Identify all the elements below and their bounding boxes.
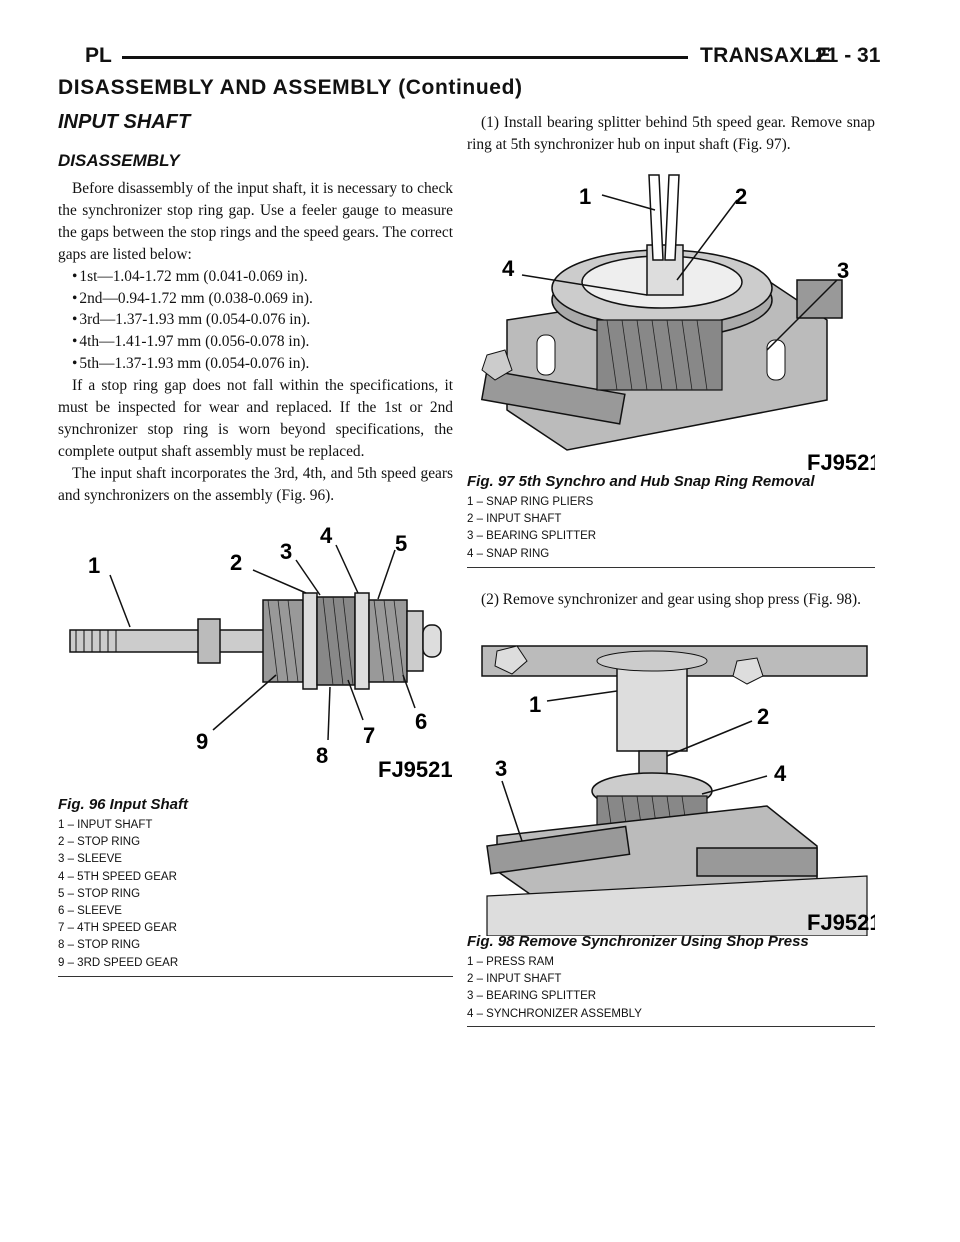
gap-spec-3rd: 3rd—1.37-1.93 mm (0.054-0.076 in). [58, 309, 453, 331]
fig97-callout-2: 2 [735, 184, 747, 209]
fig96-callout-2: 2 [230, 550, 242, 575]
fig97-bottom-rule [467, 567, 875, 568]
stop-ring-paragraph: If a stop ring gap does not fall within … [58, 377, 453, 460]
fig96-callout-6: 6 [415, 709, 427, 734]
fig96-callout-4: 4 [320, 523, 333, 548]
fig98-caption: Fig. 98 Remove Synchronizer Using Shop P… [467, 933, 809, 950]
fig97-legend-item: 3 – BEARING SPLITTER [467, 530, 597, 543]
header-rule [122, 56, 688, 59]
fig98-callout-2: 2 [757, 704, 769, 729]
fig96-callout-3: 3 [280, 539, 292, 564]
gap-spec-2nd: 2nd—0.94-1.72 mm (0.038-0.069 in). [58, 288, 453, 310]
fig96-legend-item: 1 – INPUT SHAFT [58, 819, 153, 831]
fig98-legend-item: 2 – INPUT SHAFT [467, 973, 562, 986]
fig96-callout-8: 8 [316, 743, 328, 768]
fig96-callout-7: 7 [363, 723, 375, 748]
fig98-legend-item: 4 – SYNCHRONIZER ASSEMBLY [467, 1007, 642, 1020]
fig96-legend-item: 8 – STOP RING [58, 939, 141, 952]
fig97-snap-ring-removal-illustration [480, 174, 843, 451]
fig96-figure-id: FJ9521-79 [378, 757, 453, 782]
fig97-legend-item: 2 – INPUT SHAFT [467, 513, 562, 526]
subsection-title: DISASSEMBLY [58, 151, 180, 170]
fig96-legend-item: 6 – SLEEVE [58, 905, 122, 918]
left-column-text: Before disassembly of the input shaft, i… [58, 178, 453, 507]
fig96-legend-item: 9 – 3RD SPEED GEAR [58, 956, 179, 969]
fig96-callouts: 1 2 3 4 5 6 7 8 9 FJ9521-79 [88, 523, 453, 782]
fig96-caption: Fig. 96 Input Shaft [58, 796, 188, 813]
fig96-legend-item: 7 – 4TH SPEED GEAR [58, 922, 177, 935]
fig98-legend: 1 – PRESS RAM 2 – INPUT SHAFT 3 – BEARIN… [467, 954, 642, 1023]
gap-spec-1st: 1st—1.04-1.72 mm (0.041-0.069 in). [58, 266, 453, 288]
gap-spec-5th: 5th—1.37-1.93 mm (0.054-0.076 in). [58, 353, 453, 375]
fig97-callouts: 1 2 3 4 FJ9521-21 [502, 184, 875, 475]
fig96-bottom-rule [58, 976, 453, 977]
step-2-text: (2) Remove synchronizer and gear using s… [481, 591, 861, 608]
fig97-legend-item: 4 – SNAP RING [467, 547, 550, 560]
fig98-callout-4: 4 [774, 761, 787, 786]
gap-spec-4th: 4th—1.41-1.97 mm (0.056-0.078 in). [58, 331, 453, 353]
header-section-code: PL [85, 44, 112, 67]
section-title: INPUT SHAFT [58, 111, 191, 133]
fig98-figure-id: FJ9521-22 [807, 910, 875, 935]
header-chapter: TRANSAXLE [700, 44, 832, 67]
fig96-callout-9: 9 [196, 729, 208, 754]
fig97-callout-3: 3 [837, 258, 849, 283]
intro-paragraph: Before disassembly of the input shaft, i… [58, 180, 453, 263]
fig97-callout-1: 1 [579, 184, 591, 209]
fig98-callouts: 1 2 3 4 FJ9521-22 [495, 692, 875, 935]
fig96-legend-item: 5 – STOP RING [58, 887, 141, 900]
fig96-legend-item: 2 – STOP RING [58, 836, 141, 849]
fig97-legend: 1 – SNAP RING PLIERS 2 – INPUT SHAFT 3 –… [467, 494, 596, 563]
header-page-number: 21 - 31 [815, 44, 881, 67]
fig98-legend-item: 3 – BEARING SPLITTER [467, 990, 597, 1003]
fig98-shop-press-illustration [481, 645, 868, 936]
fig96-legend: 1 – INPUT SHAFT 2 – STOP RING 3 – SLEEVE… [58, 817, 178, 972]
fig96-callout-1: 1 [88, 553, 100, 578]
fig97-figure-id: FJ9521-21 [807, 450, 875, 475]
fig96-legend-item: 3 – SLEEVE [58, 853, 122, 866]
fig97-caption: Fig. 97 5th Synchro and Hub Snap Ring Re… [467, 473, 815, 490]
fig97-legend-item: 1 – SNAP RING PLIERS [467, 496, 594, 508]
fig98-bottom-rule [467, 1026, 875, 1027]
fig98-callout-3: 3 [495, 756, 507, 781]
fig96-input-shaft-illustration [69, 544, 442, 741]
fig97-callout-4: 4 [502, 256, 515, 281]
step-1-text: (1) Install bearing splitter behind 5th … [467, 114, 875, 153]
fig98-callout-1: 1 [529, 692, 541, 717]
fig96-legend-item: 4 – 5TH SPEED GEAR [58, 870, 177, 883]
input-shaft-paragraph: The input shaft incorporates the 3rd, 4t… [58, 464, 453, 504]
continued-title: DISASSEMBLY AND ASSEMBLY (Continued) [58, 76, 523, 99]
fig98-legend-item: 1 – PRESS RAM [467, 956, 554, 968]
fig96-callout-5: 5 [395, 531, 407, 556]
